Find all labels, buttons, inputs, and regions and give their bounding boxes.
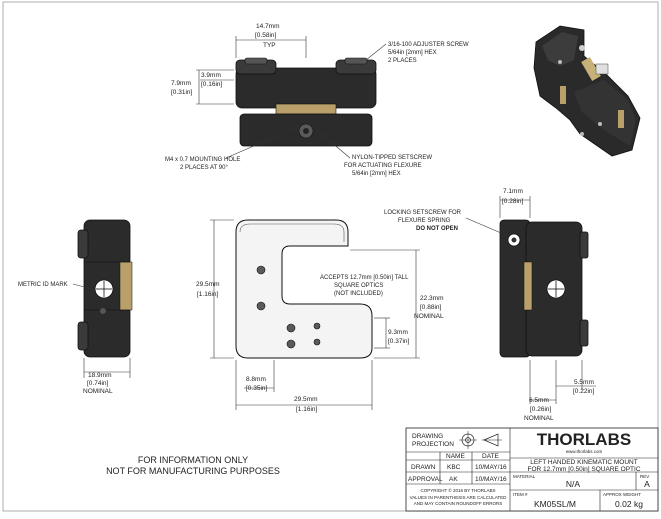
dim-left-depth-note: NOMINAL: [83, 388, 113, 395]
tb-material-value: N/A: [566, 479, 581, 489]
dim-top-offset-mm: 3.9mm: [201, 72, 221, 79]
dim-left-offset-in: [0.35in]: [246, 385, 268, 392]
note-metric-id: METRIC ID MARK: [18, 282, 68, 288]
dim-left-depth-mm: 18.9mm: [88, 372, 111, 379]
dim-side-small-mm: 5.5mm: [574, 379, 594, 386]
tb-item-value: KM05SL/M: [534, 499, 576, 509]
note-setscrew-1: NYLON-TIPPED SETSCREW: [352, 155, 432, 161]
tb-drawing-projection-2: PROJECTION: [412, 441, 454, 448]
tb-copyright: COPYRIGHT © 2016 BY THORLABS: [420, 487, 495, 493]
dim-width-in: [1.16in]: [296, 406, 318, 413]
dim-optic-center-mm: 22.3mm: [420, 295, 443, 302]
note-accepts-1: ACCEPTS 12.7mm [0.50in] TALL: [320, 275, 409, 281]
tb-approval-date: 10/MAY/16: [475, 476, 507, 483]
footer-line-2: NOT FOR MANUFACTURING PURPOSES: [106, 466, 280, 476]
tb-disclaimer-2: AND MAY CONTAIN ROUNDOFF ERRORS: [414, 501, 503, 506]
tb-website: www.thorlabs.com: [566, 449, 603, 454]
dim-side-top-in: [0.28in]: [502, 198, 524, 205]
top-view: [235, 57, 377, 147]
dim-top-width-note: TYP: [263, 42, 276, 49]
dim-top-width-mm: 14.7mm: [256, 23, 279, 30]
dim-left-depth-in: [0.74in]: [87, 380, 109, 387]
note-adjuster-1: 3/16-100 ADJUSTER SCREW: [388, 42, 469, 48]
note-mounting-1: M4 x 0.7 MOUNTING HOLE: [165, 157, 240, 163]
tb-drawn-label: DRAWN: [411, 464, 436, 471]
tb-approval-name: AK: [449, 476, 458, 483]
footer-line-1: FOR INFORMATION ONLY: [138, 455, 248, 465]
dim-side-depth-note: NOMINAL: [524, 415, 554, 422]
note-accepts-3: (NOT INCLUDED): [334, 291, 383, 297]
note-adjuster-3: 2 PLACES: [388, 58, 417, 64]
note-setscrew-3: 5/64in [2mm] HEX: [352, 171, 401, 177]
tb-rev-label: REV: [640, 474, 649, 479]
right-side-view: [499, 219, 589, 358]
note-locking-1: LOCKING SETSCREW FOR: [384, 210, 462, 216]
tb-weight-value: 0.02 kg: [615, 499, 643, 509]
front-view: [235, 219, 373, 359]
dim-side-depth-mm: 6.5mm: [529, 397, 549, 404]
note-adjuster-2: 5/64in [2mm] HEX: [388, 50, 437, 56]
isometric-view: [533, 25, 641, 157]
dim-top-height-in: [0.31in]: [171, 89, 193, 96]
tb-weight-label: APPROX WEIGHT: [603, 492, 641, 497]
dim-slot-mm: 9.3mm: [388, 329, 408, 336]
tb-col-name: NAME: [446, 453, 465, 460]
note-locking-2: FLEXURE SPRING: [398, 218, 451, 224]
tb-title-1: LEFT HANDED KINEMATIC MOUNT: [530, 459, 637, 466]
tb-disclaimer-1: VALUES IN PARENTHESIS ARE CALCULATED: [410, 495, 508, 500]
tb-rev-value: A: [644, 479, 650, 489]
dim-optic-center-note: NOMINAL: [414, 313, 444, 320]
left-side-view: [77, 219, 133, 358]
dim-side-small-in: [0.22in]: [573, 388, 595, 395]
dim-top-height-mm: 7.9mm: [171, 80, 191, 87]
dim-height-in: [1.16in]: [197, 291, 219, 298]
dim-left-offset-mm: 8.8mm: [246, 376, 266, 383]
note-accepts-2: SQUARE OPTICS: [334, 283, 383, 289]
dim-top-width-in: [0.58in]: [255, 32, 277, 39]
tb-col-date: DATE: [482, 453, 500, 460]
tb-title-2: FOR 12.7mm [0.50in] SQUARE OPTIC: [527, 466, 640, 473]
tb-approval-label: APPROVAL: [408, 476, 443, 483]
dim-side-depth-in: [0.26in]: [530, 406, 552, 413]
dim-slot-in: [0.37in]: [388, 338, 410, 345]
tb-material-label: MATERIAL: [513, 474, 536, 479]
tb-drawn-date: 10/MAY/16: [475, 464, 507, 471]
note-mounting-2: 2 PLACES AT 90°: [180, 165, 228, 171]
tb-drawing-projection-1: DRAWING: [412, 433, 443, 440]
dim-width-mm: 29.5mm: [294, 396, 317, 403]
dim-side-top-mm: 7.1mm: [503, 188, 523, 195]
note-locking-warning: DO NOT OPEN: [416, 226, 458, 232]
note-setscrew-2: FOR ACTUATING FLEXURE: [344, 163, 422, 169]
tb-drawn-name: KBC: [447, 464, 461, 471]
tb-item-label: ITEM #: [513, 492, 528, 497]
title-block: [405, 427, 659, 512]
thorlabs-logo: THORLABS: [537, 430, 631, 449]
sheet-border: [2, 1, 659, 512]
dim-height-mm: 29.5mm: [196, 281, 219, 288]
dim-optic-center-in: [0.88in]: [420, 304, 442, 311]
dim-top-offset-in: [0.16in]: [201, 81, 223, 88]
